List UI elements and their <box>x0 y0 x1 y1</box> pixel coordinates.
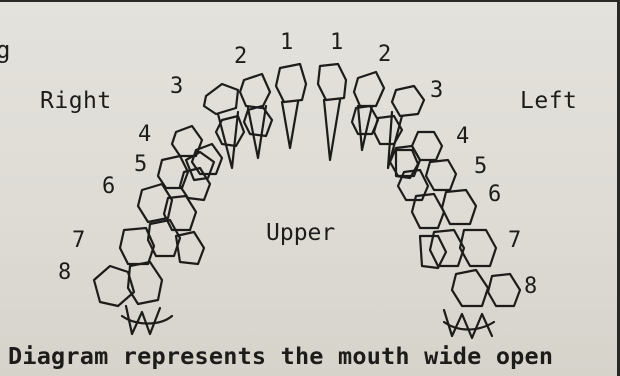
left-side-label: Left <box>520 88 577 114</box>
tooth-left-back-root <box>444 310 492 338</box>
tooth-number-right-4: 4 <box>138 124 151 146</box>
tooth-number-right-7: 7 <box>72 230 85 252</box>
tooth-right-8-inner <box>128 262 162 304</box>
tooth-number-right-5: 5 <box>134 154 147 176</box>
tooth-right-1 <box>276 64 306 102</box>
tooth-right-2 <box>240 74 270 108</box>
tooth-right-2-crown <box>244 106 272 136</box>
tooth-left-8 <box>488 274 520 306</box>
tooth-right-4 <box>172 126 202 156</box>
upper-jaw-label: Upper <box>266 220 335 246</box>
tooth-number-left-4: 4 <box>456 126 469 148</box>
diagram-caption: Diagram represents the mouth wide open <box>8 342 553 370</box>
tooth-number-right-8: 8 <box>58 262 71 284</box>
tooth-left-1-root <box>324 100 340 160</box>
tooth-left-2-root <box>358 106 372 150</box>
tooth-number-right-1: 1 <box>280 32 293 54</box>
tooth-number-left-3: 3 <box>430 80 443 102</box>
tooth-right-3 <box>204 84 238 114</box>
tooth-number-left-5: 5 <box>474 156 487 178</box>
tooth-number-left-2: 2 <box>378 44 391 66</box>
tooth-number-right-2: 2 <box>234 46 247 68</box>
tooth-right-1-root <box>282 102 298 148</box>
tooth-left-7 <box>460 230 496 266</box>
tooth-number-left-6: 6 <box>488 184 501 206</box>
tooth-left-5 <box>426 160 456 190</box>
right-side-label: Right <box>40 88 112 114</box>
tooth-number-right-6: 6 <box>102 176 115 198</box>
tooth-right-2-root <box>248 106 266 158</box>
tooth-left-2 <box>354 72 384 106</box>
tooth-left-8-inner <box>452 270 488 306</box>
tooth-left-3 <box>392 86 424 116</box>
tooth-number-right-3: 3 <box>170 76 183 98</box>
tooth-left-6 <box>442 190 476 224</box>
tooth-number-left-8: 8 <box>524 276 537 298</box>
tooth-left-1 <box>318 64 346 100</box>
tooth-number-left-1: 1 <box>330 32 343 54</box>
tooth-number-left-7: 7 <box>508 230 521 252</box>
